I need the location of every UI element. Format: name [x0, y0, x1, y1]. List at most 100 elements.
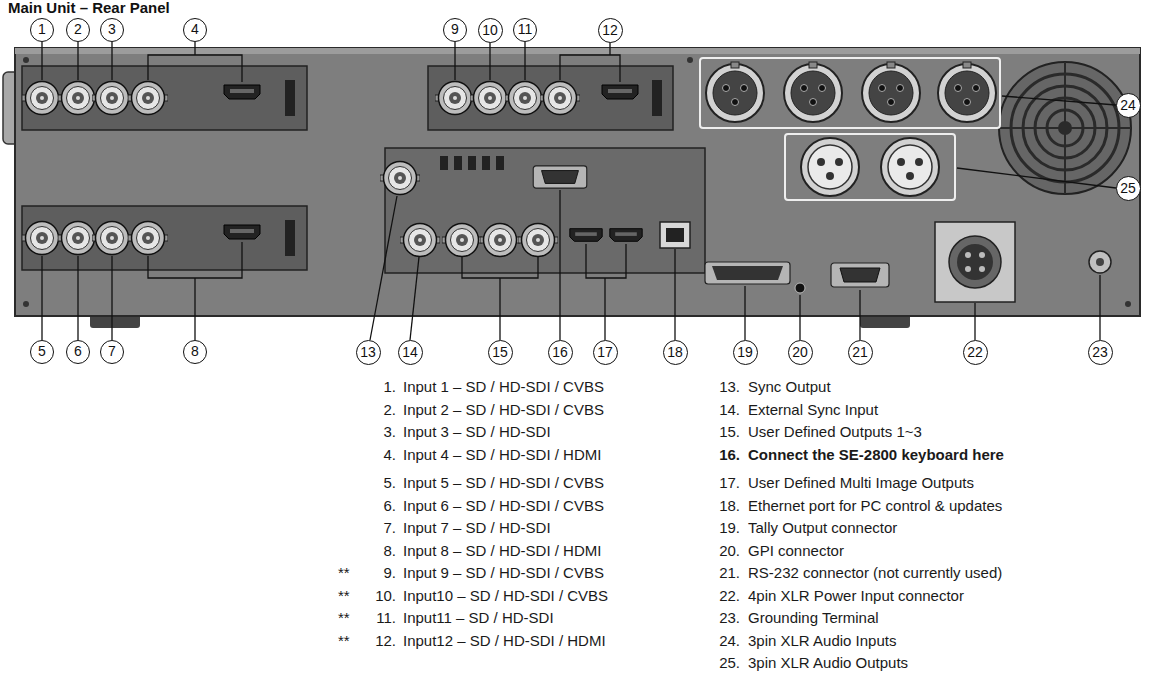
- xlr-input: [784, 62, 842, 122]
- power-pin: [965, 266, 971, 272]
- callout-number: 9: [451, 21, 459, 37]
- list-text: Grounding Terminal: [748, 609, 879, 627]
- input-card: [22, 206, 307, 270]
- bnc-connector: [22, 82, 62, 115]
- leader-line: [41, 256, 42, 340]
- card-slot: [652, 80, 662, 116]
- leader-line: [799, 295, 800, 340]
- hdmi-connector: [610, 229, 642, 242]
- list-text: Input 1 – SD / HD-SDI / CVBS: [403, 378, 604, 396]
- leader-line: [859, 290, 860, 340]
- callout-number: 19: [737, 344, 753, 360]
- list-number: 13.: [719, 378, 740, 396]
- power-pin: [979, 266, 985, 272]
- callout-circle: 14: [398, 340, 423, 365]
- callout-number: 6: [74, 343, 82, 359]
- vent-slot: [454, 156, 462, 170]
- list-text: Input11 – SD / HD-SDI: [403, 609, 554, 627]
- list-number: 12.: [375, 632, 396, 650]
- bnc-connector: [540, 82, 580, 115]
- callout-number: 14: [402, 344, 418, 360]
- audio-output-frame: [785, 134, 955, 200]
- callout-number: 18: [667, 344, 683, 360]
- list-text: 4pin XLR Power Input connector: [748, 587, 964, 605]
- leader-line: [1002, 96, 1116, 105]
- callout-number: 17: [597, 344, 613, 360]
- callout-circle: 1: [30, 18, 54, 42]
- list-number: 4.: [383, 446, 396, 464]
- ethernet-socket: [666, 228, 684, 242]
- list-text: 3pin XLR Audio Inputs: [748, 632, 896, 650]
- power-connector: [957, 244, 993, 280]
- leader-line: [559, 190, 560, 340]
- panel-edge: [15, 48, 1140, 54]
- power-connector-plate: [935, 222, 1015, 302]
- leader-line: [674, 249, 675, 340]
- callout-circle: 10: [478, 18, 503, 43]
- bnc-connector: [518, 224, 558, 257]
- list-number: 8.: [383, 542, 396, 560]
- list-number: 7.: [383, 519, 396, 537]
- callout-number: 11: [518, 21, 533, 37]
- hdmi-connector: [224, 85, 260, 99]
- list-number: 18.: [719, 497, 740, 515]
- callout-circle: 24: [1116, 93, 1141, 118]
- power-pin: [965, 252, 971, 258]
- callout-number: 21: [852, 344, 868, 360]
- bracket: [148, 242, 242, 340]
- leader-line: [41, 42, 42, 80]
- callout-circle: 3: [100, 18, 124, 42]
- callout-circle: 22: [963, 340, 988, 365]
- list-number: 24.: [719, 632, 740, 650]
- xlr-input: [862, 62, 920, 122]
- hdmi-connector: [602, 85, 638, 99]
- title: Main Unit – Rear Panel: [8, 0, 170, 16]
- vent-slot: [496, 156, 504, 170]
- list-number: 25.: [719, 654, 740, 672]
- callout-number: 12: [602, 22, 618, 38]
- callout-number: 24: [1120, 97, 1136, 113]
- callout-circle: 21: [848, 340, 873, 365]
- bnc-connector: [128, 82, 168, 115]
- list-number: 10.: [375, 587, 396, 605]
- list-number: 3.: [383, 423, 396, 441]
- leader-line: [77, 256, 78, 340]
- callout-number: 2: [74, 21, 82, 37]
- list-number: 19.: [719, 519, 740, 537]
- leader-lines: [42, 42, 1116, 340]
- callout-circle: 13: [356, 340, 381, 365]
- callout-circle: 23: [1088, 340, 1113, 365]
- list-text: Input12 – SD / HD-SDI / HDMI: [403, 632, 606, 650]
- bnc-connector: [442, 224, 482, 257]
- output-card: [385, 148, 705, 273]
- panel-housing: [15, 48, 1140, 316]
- leader-line: [974, 303, 975, 340]
- fan-grille: [1064, 62, 1066, 194]
- leader-line: [744, 286, 745, 340]
- list-text: 3pin XLR Audio Outputs: [748, 654, 908, 672]
- bnc-connector: [480, 224, 520, 257]
- callout-circle: 18: [663, 340, 688, 365]
- audio-input-frame: [700, 58, 1000, 128]
- list-text: Input 9 – SD / HD-SDI / CVBS: [403, 564, 604, 582]
- callout-number: 7: [108, 343, 116, 359]
- xlr-output: [881, 138, 939, 196]
- callout-circle: 25: [1116, 176, 1141, 201]
- callout-number: 25: [1120, 180, 1136, 196]
- xlr-input: [938, 62, 996, 122]
- ground-terminal: [1089, 251, 1111, 273]
- bnc-connector: [22, 222, 62, 255]
- callout-circle: 5: [30, 340, 54, 364]
- list-text: Connect the SE-2800 keyboard here: [748, 446, 1004, 464]
- list-text: Input 8 – SD / HD-SDI / HDMI: [403, 542, 601, 560]
- screw: [687, 57, 693, 63]
- list-number: 16.: [719, 446, 740, 464]
- list-number: 9.: [383, 564, 396, 582]
- tally-connector: [712, 266, 783, 280]
- list-number: 11.: [376, 609, 396, 627]
- power-pin: [979, 252, 985, 258]
- list-text: Input 6 – SD / HD-SDI / CVBS: [403, 497, 604, 515]
- leader-line: [957, 168, 1116, 188]
- bracket: [560, 42, 620, 82]
- fan-grille: [999, 62, 1131, 194]
